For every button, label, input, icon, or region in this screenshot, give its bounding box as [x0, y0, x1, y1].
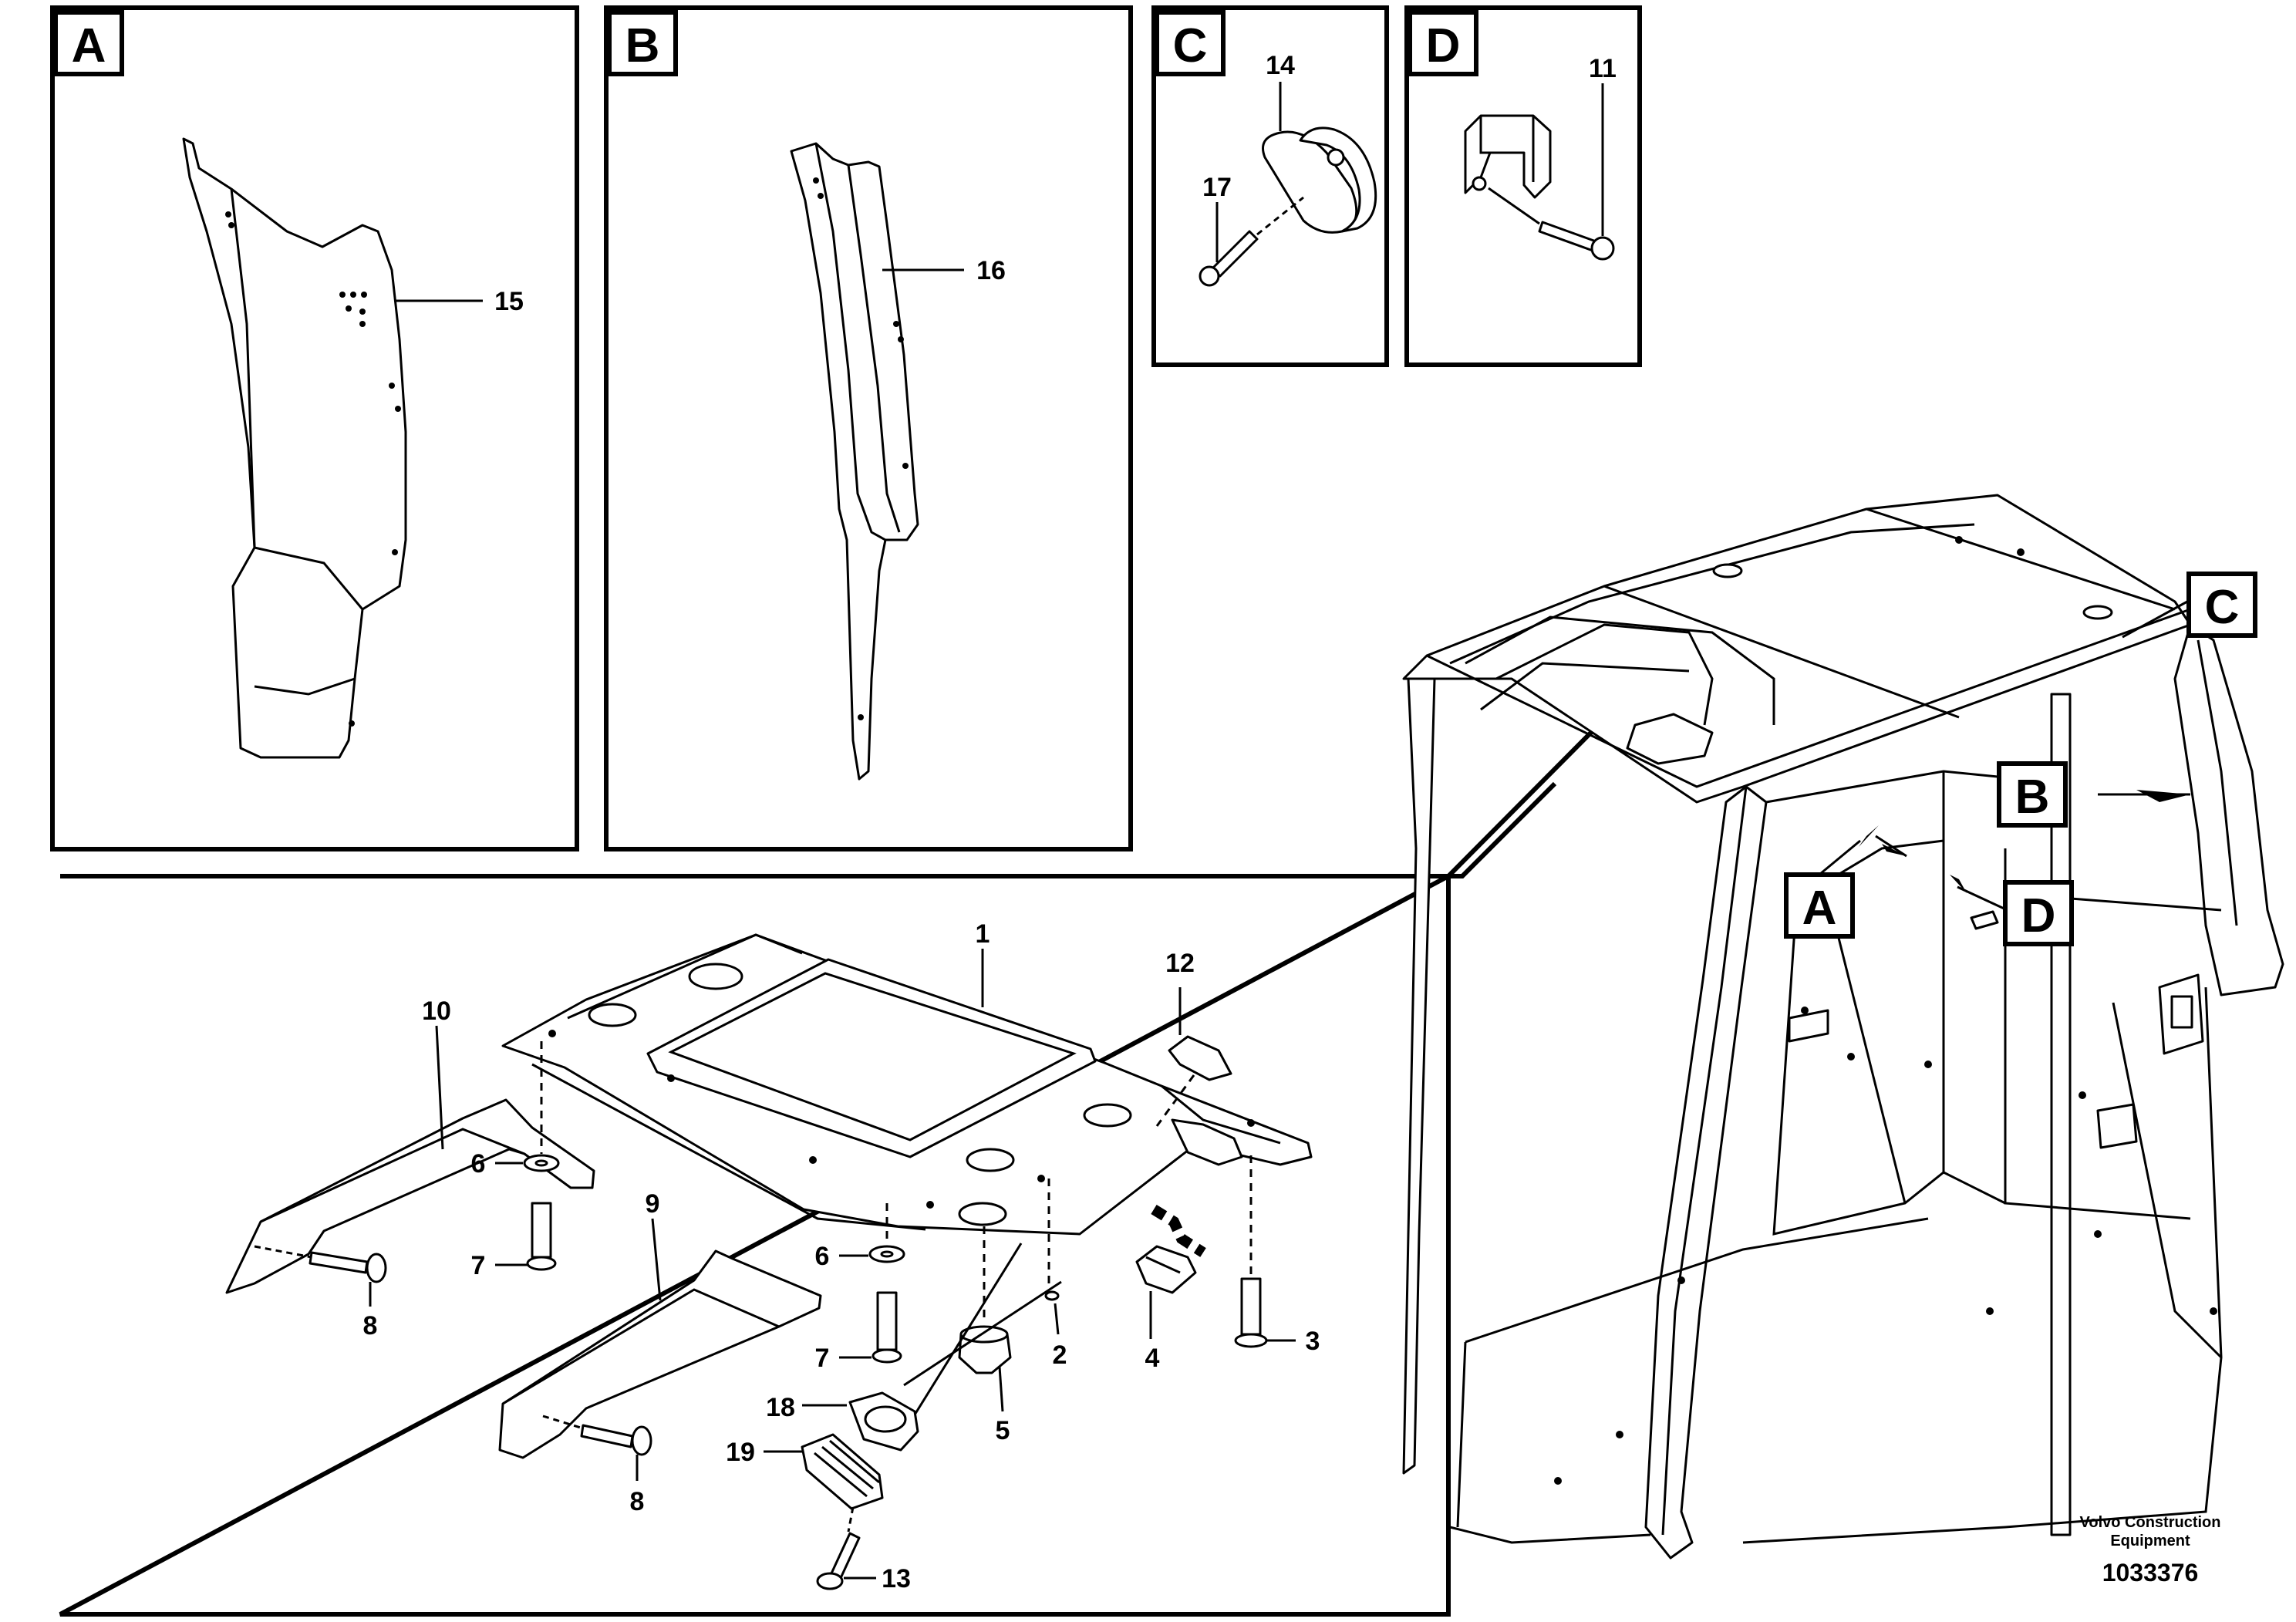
cab-marker-c: C	[2186, 572, 2257, 638]
callout-17: 17	[1202, 173, 1232, 202]
speaker-grille-19-drawing	[801, 1433, 884, 1510]
trim-rail-upper-drawing	[225, 1098, 595, 1294]
drawing-number: 1033376	[2102, 1559, 2199, 1587]
pillar-trim-a-drawing	[182, 137, 407, 759]
callout-4: 4	[1145, 1344, 1160, 1373]
screw-7-left-drawing	[526, 1202, 557, 1271]
callout-7b: 7	[815, 1344, 830, 1373]
callout-18: 18	[766, 1393, 795, 1422]
bracket-drawing	[1464, 114, 1615, 261]
callout-14: 14	[1266, 51, 1295, 80]
detail-frame-d: D 11	[1404, 5, 1642, 367]
callout-10: 10	[422, 996, 451, 1026]
callout-3: 3	[1306, 1327, 1320, 1356]
frame-a-letter: A	[72, 19, 106, 73]
washer-6-left-drawing	[523, 1154, 560, 1172]
pillar-trim-b-drawing	[790, 142, 919, 781]
knob-5-drawing	[958, 1325, 1012, 1374]
callout-5: 5	[996, 1416, 1010, 1445]
bolt-8-upper-drawing	[254, 1245, 387, 1283]
cab-marker-b: B	[1997, 761, 2068, 828]
screw-13-drawing	[816, 1532, 861, 1590]
cab-marker-d-letter: D	[2021, 889, 2056, 943]
callout-6a: 6	[471, 1149, 486, 1179]
headliner-panel-drawing	[501, 933, 1313, 1236]
detail-frame-c: C 14 17	[1151, 5, 1389, 367]
latch-4-drawing	[1135, 1245, 1197, 1294]
detail-frame-a: A 15	[50, 5, 579, 851]
callout-1: 1	[976, 919, 990, 949]
callout-16: 16	[976, 256, 1006, 285]
callout-8a: 8	[363, 1311, 378, 1340]
callout-11: 11	[1589, 54, 1617, 83]
detail-frame-b: B 16	[604, 5, 1133, 851]
trim-rail-lower-drawing	[498, 1249, 822, 1459]
clip-12-drawing	[1168, 1035, 1232, 1081]
cab-marker-d: D	[2003, 880, 2074, 946]
cab-marker-a-letter: A	[1802, 882, 1837, 935]
frame-b-letter: B	[625, 19, 660, 73]
company-name-line2: Equipment	[2110, 1533, 2190, 1549]
callout-13: 13	[882, 1564, 911, 1593]
cab-frame-drawing	[1402, 494, 2284, 1560]
side-bracket-drawing	[1171, 1118, 1243, 1166]
company-name-line1: Volvo Construction	[2080, 1514, 2221, 1531]
callout-15: 15	[494, 287, 524, 316]
cab-marker-a: A	[1784, 872, 1855, 939]
cab-marker-c-letter: C	[2205, 581, 2240, 634]
screw-7-center-drawing	[872, 1291, 902, 1364]
frame-c-letter: C	[1173, 19, 1208, 73]
frame-d-letter: D	[1426, 19, 1461, 73]
screw-3-drawing	[1234, 1277, 1268, 1348]
washer-6-center-drawing	[868, 1245, 905, 1263]
footer: Volvo Construction Equipment 1033376	[2080, 1514, 2221, 1587]
main-exploded-frame: 1 10 8 6 7	[59, 661, 1662, 1617]
callout-12: 12	[1165, 949, 1195, 978]
cab-marker-b-letter: B	[2015, 771, 2050, 824]
bolt-8-lower-drawing	[542, 1415, 652, 1456]
clip-2-drawing	[1044, 1290, 1060, 1301]
callout-8b: 8	[630, 1487, 645, 1516]
callout-7a: 7	[471, 1251, 486, 1280]
grab-loop-drawing	[1199, 126, 1377, 287]
callout-19: 19	[726, 1438, 755, 1467]
speaker-ring-18-drawing	[848, 1391, 919, 1452]
callout-2: 2	[1053, 1340, 1067, 1370]
callout-9: 9	[646, 1189, 660, 1219]
callout-6b: 6	[815, 1242, 830, 1271]
